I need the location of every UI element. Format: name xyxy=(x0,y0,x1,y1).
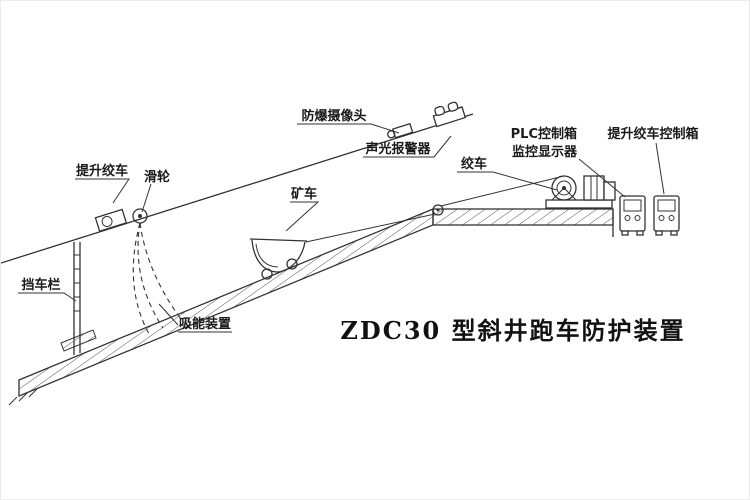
label-energy-absorber: 吸能装置 xyxy=(179,316,231,332)
slope-break-pulley xyxy=(432,204,444,216)
alarm-icon xyxy=(432,101,467,128)
camera-icon xyxy=(387,122,414,139)
label-pulley: 滑轮 xyxy=(144,169,170,185)
label-plc-control-box: PLC控制箱 xyxy=(511,126,577,142)
leader-lines xyxy=(18,123,665,333)
mine-car-glyph xyxy=(249,238,308,280)
label-monitoring-display: 监控显示器 xyxy=(512,144,578,160)
shaft-roof-line xyxy=(1,113,474,264)
platform-beam xyxy=(432,208,614,237)
control-cabinet-hoist xyxy=(653,195,680,236)
arrester-rope-arcs xyxy=(132,222,182,335)
pulley-glyph xyxy=(132,208,148,224)
incline-track-beam xyxy=(8,208,434,406)
label-hoist-winch-control-box: 提升绞车控制箱 xyxy=(607,126,698,142)
label-winch: 绞车 xyxy=(461,156,487,172)
label-sound-light-alarm: 声光报警器 xyxy=(364,141,431,157)
label-car-stop-barrier: 挡车栏 xyxy=(21,277,60,293)
diagram-title: ZDC30 型斜井跑车防护装置 xyxy=(340,316,685,345)
car-stop-barrier-glyph xyxy=(60,242,97,355)
control-cabinet-plc xyxy=(619,195,646,236)
hoist-winch-glyph xyxy=(94,208,128,233)
label-explosion-proof-camera: 防爆摄像头 xyxy=(301,108,366,124)
haul-rope xyxy=(305,175,565,243)
label-hoist-winch: 提升绞车 xyxy=(76,163,128,179)
label-mine-car: 矿车 xyxy=(291,186,317,202)
winch-glyph xyxy=(545,175,616,209)
labels: 防爆摄像头 声光报警器 PLC控制箱 监控显示器 提升绞车控制箱 绞车 提升绞车… xyxy=(21,108,698,332)
